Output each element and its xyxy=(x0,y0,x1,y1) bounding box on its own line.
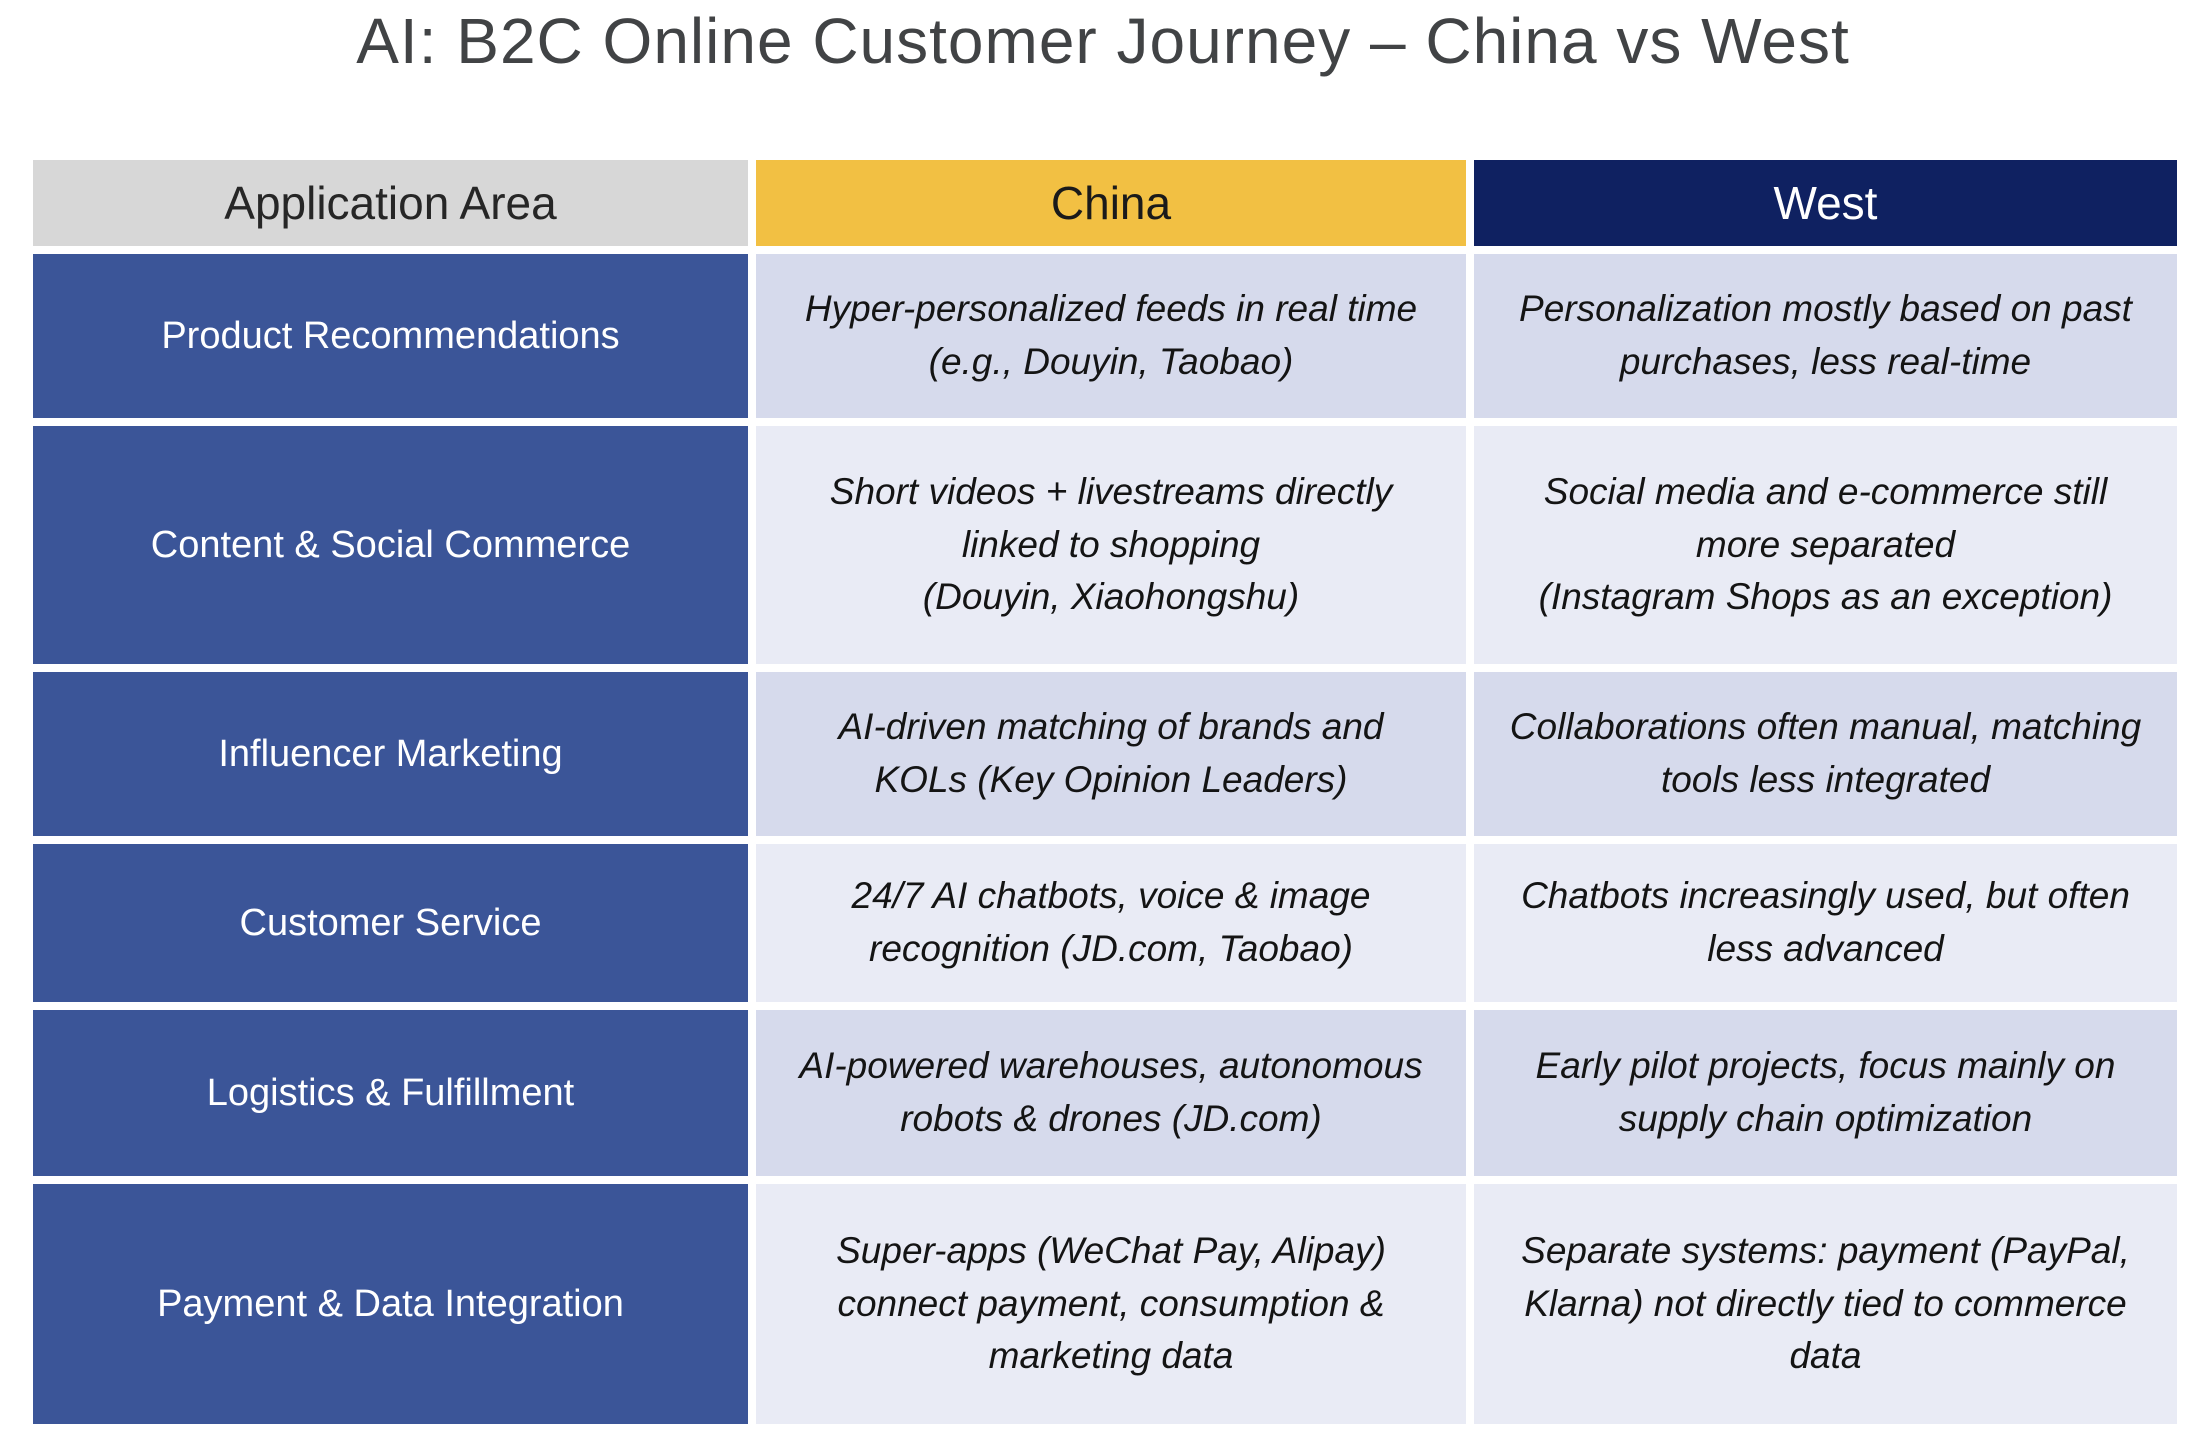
row-label-customer-service: Customer Service xyxy=(33,844,748,1002)
row-label-content-social-commerce: Content & Social Commerce xyxy=(33,426,748,664)
west-cell-influencer-marketing: Collaborations often manual, matching to… xyxy=(1474,672,2177,836)
col-header-application-area: Application Area xyxy=(33,160,748,246)
col-header-west: West xyxy=(1474,160,2177,246)
row-label-product-recommendations: Product Recommendations xyxy=(33,254,748,418)
china-cell-influencer-marketing: AI-driven matching of brands and KOLs (K… xyxy=(756,672,1466,836)
row-label-influencer-marketing: Influencer Marketing xyxy=(33,672,748,836)
china-cell-product-recommendations: Hyper-personalized feeds in real time (e… xyxy=(756,254,1466,418)
comparison-table: Application Area China West Product Reco… xyxy=(25,152,2185,1432)
west-cell-content-social-commerce: Social media and e-commerce still more s… xyxy=(1474,426,2177,664)
row-label-logistics-fulfillment: Logistics & Fulfillment xyxy=(33,1010,748,1176)
china-cell-payment-data-integration: Super-apps (WeChat Pay, Alipay) connect … xyxy=(756,1184,1466,1424)
west-cell-logistics-fulfillment: Early pilot projects, focus mainly on su… xyxy=(1474,1010,2177,1176)
china-cell-content-social-commerce: Short videos + livestreams directly link… xyxy=(756,426,1466,664)
page-title: AI: B2C Online Customer Journey – China … xyxy=(356,5,1850,77)
west-cell-payment-data-integration: Separate systems: payment (PayPal, Klarn… xyxy=(1474,1184,2177,1424)
west-cell-customer-service: Chatbots increasingly used, but often le… xyxy=(1474,844,2177,1002)
china-cell-customer-service: 24/7 AI chatbots, voice & image recognit… xyxy=(756,844,1466,1002)
west-cell-product-recommendations: Personalization mostly based on past pur… xyxy=(1474,254,2177,418)
col-header-china: China xyxy=(756,160,1466,246)
row-label-payment-data-integration: Payment & Data Integration xyxy=(33,1184,748,1424)
china-cell-logistics-fulfillment: AI-powered warehouses, autonomous robots… xyxy=(756,1010,1466,1176)
